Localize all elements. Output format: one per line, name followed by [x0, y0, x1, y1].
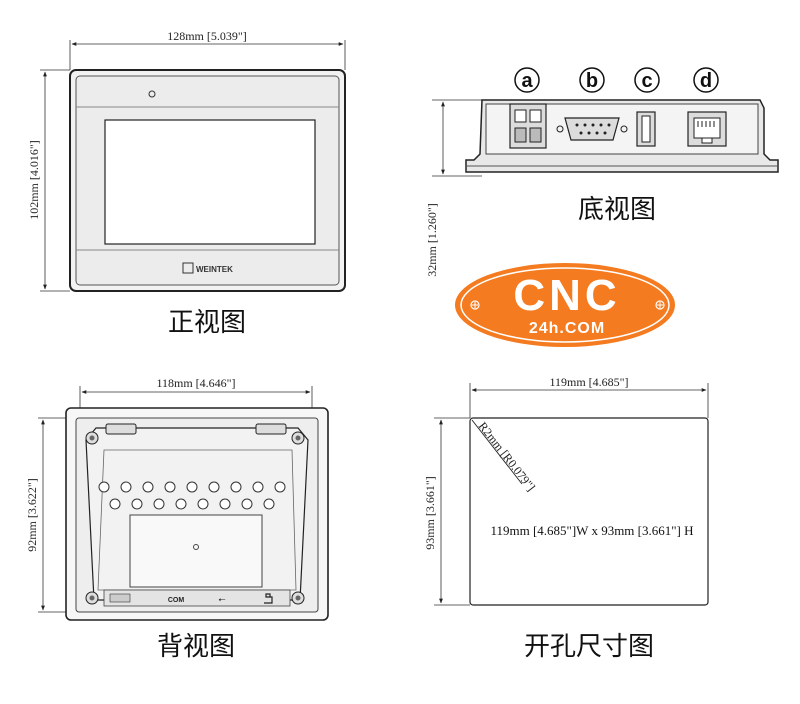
port-label-a: a — [514, 67, 540, 93]
usb-symbol-icon: ⭠ — [218, 595, 225, 605]
cutout-height-label: 93mm [3.661"] — [423, 476, 437, 550]
front-height-label: 102mm [4.016"] — [27, 140, 41, 220]
cutout-view: 119mm [4.685"] 93mm [3.661"] R2mm [R0.07… — [423, 375, 709, 662]
svg-text:d: d — [700, 70, 712, 92]
front-width-label: 128mm [5.039"] — [167, 29, 247, 43]
cutout-view-caption: 开孔尺寸图 — [524, 632, 654, 662]
cnc24h-logo: CNC 24h.COM — [455, 263, 675, 347]
back-height-label: 92mm [3.622"] — [25, 478, 39, 552]
logo-main-text: CNC — [513, 271, 620, 320]
screw-icon — [291, 431, 305, 445]
screw-icon — [291, 591, 305, 605]
ethernet-port — [687, 111, 727, 147]
svg-text:a: a — [521, 70, 533, 92]
usb-port — [636, 111, 656, 147]
cutout-outline — [469, 417, 709, 606]
cutout-size-text: 119mm [4.685"]W x 93mm [3.661"] H — [490, 523, 693, 538]
db9-serial-port — [556, 117, 628, 141]
back-width-label: 118mm [4.646"] — [156, 376, 235, 390]
front-view: 128mm [5.039"] 102mm [4.016"] WEINTEK 正视… — [27, 29, 346, 338]
bottom-view-caption: 底视图 — [578, 195, 656, 225]
screw-icon — [85, 431, 99, 445]
com-port-label: COM — [168, 597, 185, 604]
front-view-caption: 正视图 — [168, 308, 246, 338]
cutout-width-label: 119mm [4.685"] — [549, 375, 628, 389]
back-view: 118mm [4.646"] 92mm [3.622"] — [25, 376, 329, 662]
terminal-block-port — [509, 103, 547, 149]
vent-holes — [98, 481, 286, 510]
svg-text:b: b — [586, 70, 598, 92]
depth-label: 32mm [1.260"] — [425, 203, 439, 277]
screen-area — [104, 119, 316, 245]
power-led-icon — [148, 90, 156, 98]
port-label-c: c — [634, 67, 660, 93]
bottom-view: a b c d 32mm [1.260"] — [425, 67, 779, 277]
ethernet-symbol-icon — [264, 593, 273, 604]
back-view-caption: 背视图 — [157, 632, 235, 662]
screw-icon — [85, 591, 99, 605]
port-label-d: d — [693, 67, 719, 93]
svg-text:c: c — [641, 70, 652, 92]
weintek-logo: WEINTEK — [182, 262, 233, 274]
port-label-b: b — [579, 67, 605, 93]
brand-text: WEINTEK — [196, 265, 233, 274]
logo-sub-text: 24h.COM — [529, 320, 605, 337]
